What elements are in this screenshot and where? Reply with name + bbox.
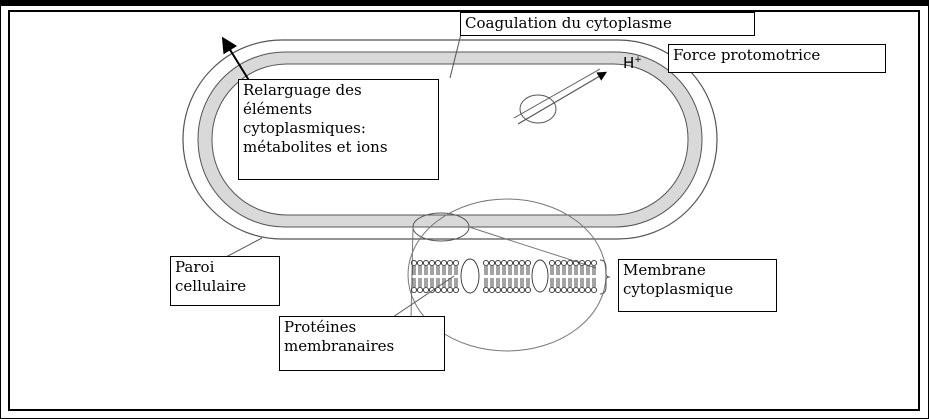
force-protomotrice-label: Force protomotrice: [668, 44, 886, 73]
paroi-leader: [226, 238, 262, 257]
coagulation-label: Coagulation du cytoplasme: [460, 12, 755, 36]
protein-leader: [393, 276, 454, 317]
proton-label: H+: [623, 54, 642, 72]
proton-channel: [520, 95, 556, 123]
lipid-bilayer: [411, 259, 596, 293]
membrane-protein: [461, 259, 479, 293]
membrane-cytoplasmique-label: Membrane cytoplasmique: [618, 259, 777, 312]
proteines-membranaires-label: Protéines membranaires: [279, 316, 445, 371]
paroi-cellulaire-label: Paroi cellulaire: [170, 256, 280, 306]
membrane-protein: [532, 260, 548, 292]
relarguage-label: Relarguage des éléments cytoplasmiques: …: [238, 79, 439, 180]
